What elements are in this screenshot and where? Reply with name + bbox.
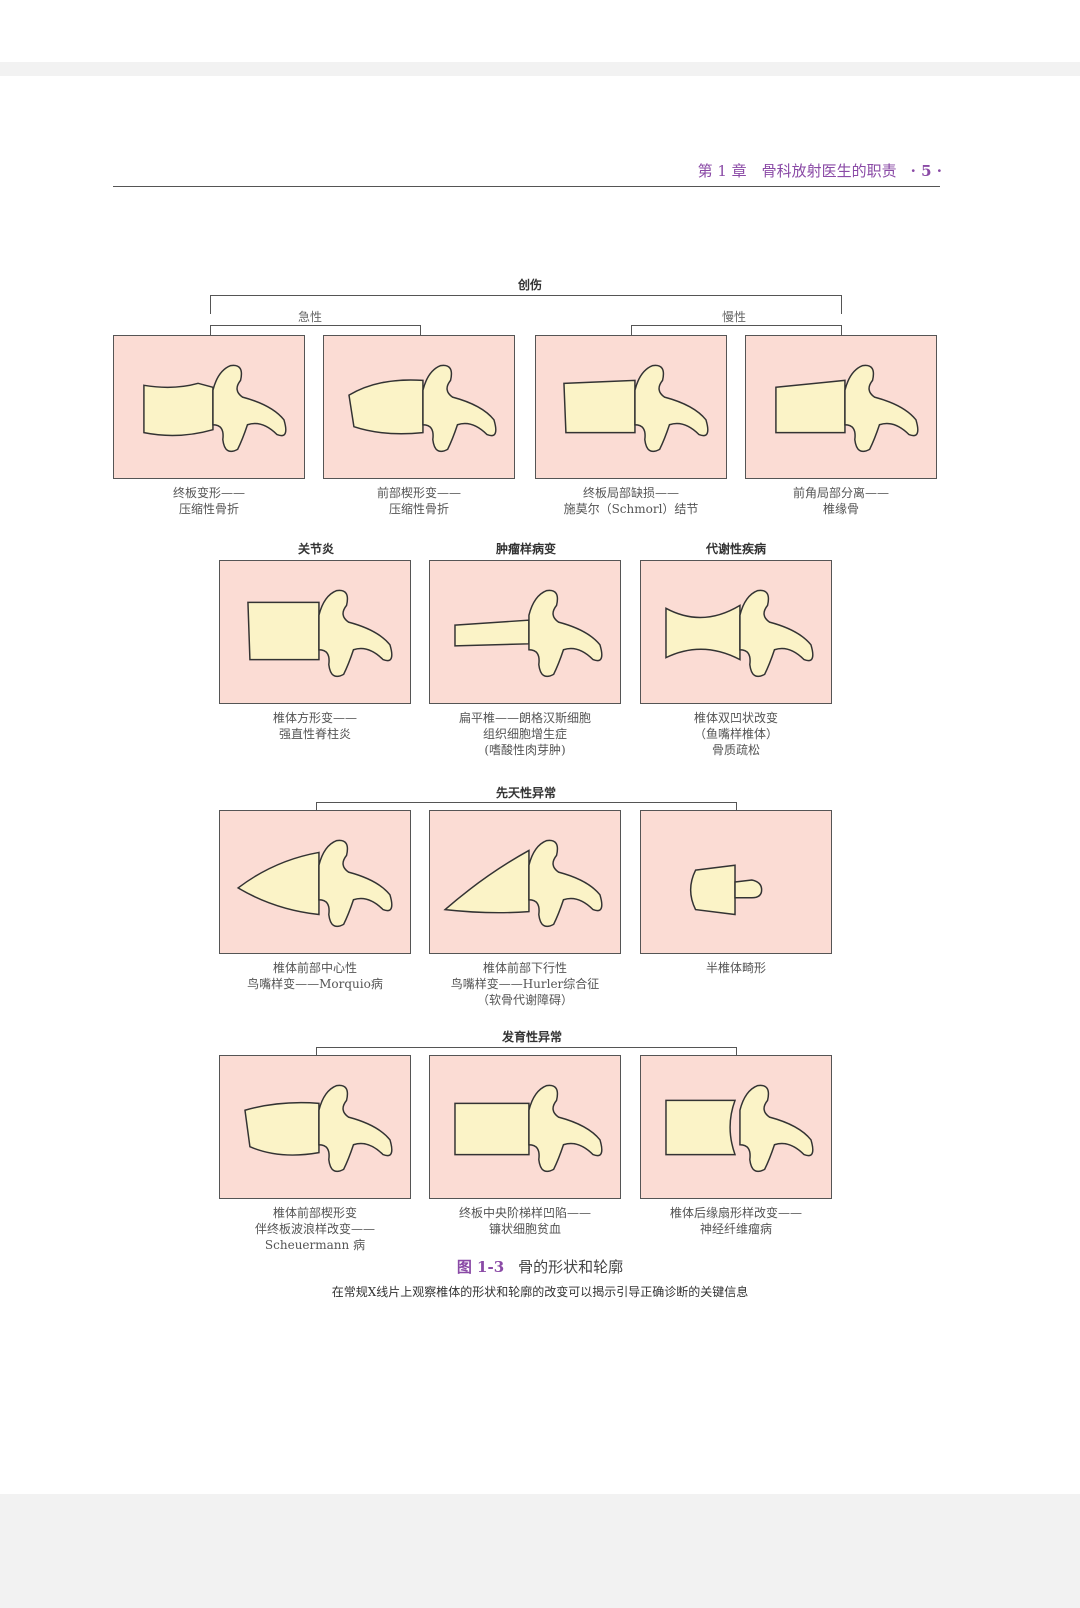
- vertebra-panel: [535, 335, 727, 479]
- vertebra-panel: [429, 810, 621, 954]
- section-trauma: 创伤: [517, 278, 542, 292]
- section-congenital: 先天性异常: [495, 786, 556, 800]
- caption-line: 前角局部分离——: [792, 486, 889, 500]
- vertebra-illustration: [454, 1084, 603, 1173]
- panel-caption: 椎体双凹状改变 （鱼嘴样椎体） 骨质疏松: [616, 710, 856, 758]
- caption-line: 终板中央阶梯样凹陷——: [458, 1206, 591, 1220]
- panel-caption: 半椎体畸形: [616, 960, 856, 976]
- caption-line: 椎体双凹状改变: [693, 711, 778, 725]
- panel-caption: 椎体前部中心性鸟嘴样变——Morquio病: [195, 960, 435, 992]
- bracket-acute: [210, 325, 421, 336]
- section-arthritis: 关节炎: [297, 542, 334, 556]
- vertebra-panel: [219, 1055, 411, 1199]
- section-developmental: 发育性异常: [501, 1030, 562, 1044]
- caption-line: 椎体前部下行性: [482, 961, 567, 975]
- vertebra-illustration: [665, 589, 814, 678]
- section-chronic: 慢性: [721, 310, 746, 324]
- caption-line: 镰状细胞贫血: [488, 1222, 561, 1236]
- caption-line: 椎体前部楔形变: [272, 1206, 357, 1220]
- caption-line: 伴终板波浪样改变——: [254, 1222, 375, 1236]
- panel-caption: 扁平椎——朗格汉斯细胞组织细胞增生症 (嗜酸性肉芽肿): [405, 710, 645, 758]
- vertebra-illustration: [775, 364, 919, 453]
- caption-line: 神经纤维瘤病: [699, 1222, 772, 1236]
- section-acute: 急性: [297, 310, 322, 324]
- section-tumor: 肿瘤样病变: [495, 542, 556, 556]
- vertebra-illustration: [244, 1084, 393, 1173]
- vertebra-illustration: [143, 364, 287, 453]
- vertebra-panel: [640, 810, 832, 954]
- bracket-developmental: [316, 1047, 737, 1056]
- bracket-trauma: [210, 295, 842, 314]
- page-number: · 5 ·: [910, 162, 942, 180]
- caption-line: 前部楔形变——: [376, 486, 461, 500]
- vertebra-panel: [429, 560, 621, 704]
- bracket-congenital: [316, 802, 737, 811]
- figure-title: 骨的形状和轮廓: [518, 1258, 624, 1276]
- vertebra-panel: [113, 335, 305, 479]
- vertebra-illustration: [563, 364, 709, 453]
- bracket-chronic: [631, 325, 842, 336]
- caption-line: 椎体后缘扇形样改变——: [669, 1206, 802, 1220]
- vertebra-illustration: [665, 1084, 814, 1173]
- vertebra-illustration: [236, 839, 393, 928]
- panel-caption: 椎体前部下行性鸟嘴样变——Hurler综合征 （软骨代谢障碍）: [405, 960, 645, 1008]
- figure-number: 图 1-3: [456, 1258, 505, 1276]
- vertebra-illustration: [348, 364, 497, 453]
- panel-caption: 椎体方形变—— 强直性脊柱炎: [195, 710, 435, 742]
- caption-line: （软骨代谢障碍）: [476, 993, 573, 1007]
- caption-line: 终板变形——: [172, 486, 245, 500]
- panel-caption: 椎体后缘扇形样改变—— 神经纤维瘤病: [616, 1205, 856, 1237]
- caption-line: 鸟嘴样变——Morquio病: [247, 977, 383, 991]
- bottom-band: [0, 1494, 1080, 1608]
- caption-line: 压缩性骨折: [388, 502, 449, 516]
- figure-caption: 图 1-3 骨的形状和轮廓: [0, 1256, 1080, 1277]
- caption-line: （鱼嘴样椎体）: [693, 727, 778, 741]
- chapter-title: 第 1 章 骨科放射医生的职责: [697, 162, 897, 180]
- panel-caption: 前部楔形变—— 压缩性骨折: [299, 485, 539, 517]
- vertebra-illustration: [247, 589, 393, 678]
- caption-line: 压缩性骨折: [178, 502, 239, 516]
- panel-caption: 椎体前部楔形变伴终板波浪样改变—— Scheuermann 病: [195, 1205, 435, 1253]
- vertebra-illustration: [454, 589, 603, 678]
- caption-line: 椎体方形变——: [272, 711, 357, 725]
- panel-caption: 终板变形—— 压缩性骨折: [89, 485, 329, 517]
- caption-line: 鸟嘴样变——Hurler综合征: [450, 977, 600, 991]
- section-metabolic: 代谢性疾病: [705, 542, 766, 556]
- panel-caption: 终板中央阶梯样凹陷—— 镰状细胞贫血: [405, 1205, 645, 1237]
- panel-caption: 终板局部缺损—— 施莫尔（Schmorl）结节: [511, 485, 751, 517]
- vertebra-panel: [640, 560, 832, 704]
- vertebra-illustration: [689, 864, 763, 916]
- figure-description: 在常规X线片上观察椎体的形状和轮廓的改变可以揭示引导正确诊断的关键信息: [331, 1285, 749, 1299]
- panel-caption: 前角局部分离—— 椎缘骨: [721, 485, 961, 517]
- running-header: 第 1 章 骨科放射医生的职责 · 5 ·: [698, 160, 942, 181]
- vertebra-panel: [323, 335, 515, 479]
- caption-line: 扁平椎——朗格汉斯细胞: [458, 711, 591, 725]
- top-band: [0, 62, 1080, 76]
- vertebra-panel: [219, 560, 411, 704]
- vertebra-illustration: [443, 839, 603, 928]
- vertebra-panel: [219, 810, 411, 954]
- caption-line: 椎体前部中心性: [272, 961, 357, 975]
- header-rule: [113, 186, 940, 187]
- caption-line: 半椎体畸形: [705, 961, 766, 975]
- caption-line: 施莫尔（Schmorl）结节: [563, 502, 699, 516]
- caption-line: 终板局部缺损——: [582, 486, 679, 500]
- caption-line: 骨质疏松: [711, 743, 760, 757]
- vertebra-panel: [640, 1055, 832, 1199]
- caption-line: 椎缘骨: [822, 502, 859, 516]
- vertebra-panel: [429, 1055, 621, 1199]
- caption-line: (嗜酸性肉芽肿): [484, 743, 566, 757]
- caption-line: 组织细胞增生症: [482, 727, 567, 741]
- caption-line: Scheuermann 病: [264, 1238, 366, 1252]
- vertebra-panel: [745, 335, 937, 479]
- caption-line: 强直性脊柱炎: [278, 727, 351, 741]
